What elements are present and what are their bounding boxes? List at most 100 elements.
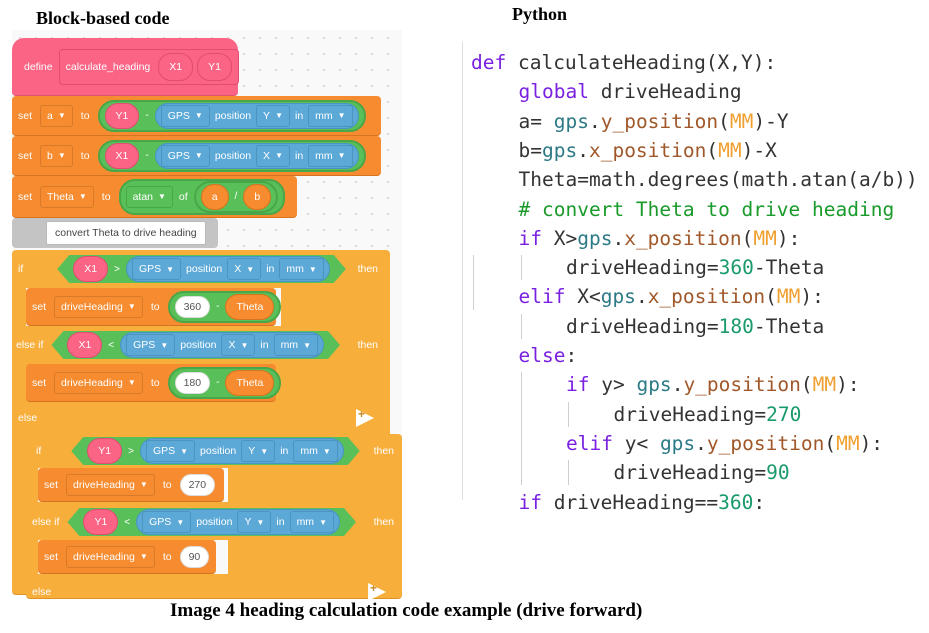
y1-reporter[interactable]: Y1 (104, 102, 140, 129)
else-row: else (12, 403, 390, 433)
to-label: to (150, 300, 160, 313)
caret-down-icon: ▼ (303, 340, 311, 350)
comment-text[interactable]: convert Theta to drive heading (46, 221, 206, 245)
code-token: -Theta (753, 314, 825, 338)
unit-dropdown[interactable]: mm▼ (293, 440, 337, 462)
variable-dropdown[interactable]: driveHeading▼ (66, 473, 155, 496)
divide-operator[interactable]: a / b (193, 180, 279, 213)
gps-dropdown[interactable]: GPS▼ (146, 440, 195, 462)
else-if-label: else if (32, 516, 60, 528)
code-token: gps (636, 373, 672, 397)
subtract-operator[interactable]: 360 - Theta (167, 290, 282, 323)
block-workspace[interactable]: define calculate_heading X1 Y1 set a▼ to… (12, 30, 402, 601)
axis-dropdown[interactable]: Y▼ (237, 511, 271, 533)
less-than-operator[interactable]: Y1 < GPS▼ position Y▼ in mm▼ (67, 508, 356, 536)
variable-dropdown[interactable]: driveHeading▼ (54, 371, 143, 394)
gps-dropdown[interactable]: GPS▼ (142, 511, 191, 533)
subtract-operator[interactable]: 180 - Theta (167, 366, 282, 399)
function-dropdown[interactable]: atan▼ (125, 185, 173, 208)
subtract-operator[interactable]: Y1 - GPS▼ position Y▼ in mm▼ (97, 99, 366, 132)
gps-dropdown[interactable]: GPS▼ (126, 334, 175, 356)
number-input[interactable]: 270 (179, 473, 216, 496)
set-theta-block[interactable]: set Theta▼ to atan▼ of a / b (12, 176, 297, 218)
gps-position-reporter[interactable]: GPS▼ position Y▼ in mm▼ (154, 102, 359, 129)
set-label: set (44, 550, 59, 563)
axis-dropdown[interactable]: X▼ (227, 258, 261, 280)
code-line: else: (519, 341, 578, 370)
set-b-block[interactable]: set b▼ to X1 - GPS▼ position X▼ in mm▼ (12, 136, 381, 176)
set-label: set (32, 300, 47, 313)
number-input[interactable]: 360 (174, 295, 211, 318)
code-line: global driveHeading (519, 77, 742, 106)
unit-dropdown[interactable]: mm▼ (279, 258, 323, 280)
x1-reporter[interactable]: X1 (104, 142, 140, 169)
code-token: . (588, 109, 601, 133)
arg-x1[interactable]: X1 (158, 52, 194, 81)
code-line: if driveHeading==360: (519, 488, 766, 517)
y1-reporter[interactable]: Y1 (87, 438, 122, 464)
subtract-operator[interactable]: X1 - GPS▼ position X▼ in mm▼ (97, 139, 366, 172)
variable-dropdown-theta[interactable]: Theta▼ (40, 185, 94, 208)
theta-reporter[interactable]: Theta (225, 293, 275, 320)
number-input[interactable]: 90 (179, 545, 210, 568)
gps-position-reporter[interactable]: GPS▼ position X▼ in mm▼ (154, 142, 359, 169)
if-row: if X1 > GPS▼ position X▼ in mm▼ then (12, 251, 390, 287)
x1-reporter[interactable]: X1 (67, 332, 102, 358)
code-token: if (566, 373, 590, 397)
axis-value: Y (244, 516, 252, 528)
axis-value: X (234, 263, 242, 275)
variable-dropdown-a[interactable]: a▼ (40, 104, 73, 127)
number-input[interactable]: 180 (174, 371, 211, 394)
caret-down-icon: ▼ (337, 151, 346, 160)
gps-position-reporter[interactable]: GPS▼ position X▼ in mm▼ (126, 256, 330, 282)
add-branch-icon[interactable] (356, 409, 374, 427)
greater-than-operator[interactable]: X1 > GPS▼ position X▼ in mm▼ (57, 255, 346, 283)
minus-sign: - (216, 377, 220, 388)
else-label: else (32, 586, 52, 598)
variable-dropdown[interactable]: driveHeading▼ (54, 295, 143, 318)
gps-position-reporter[interactable]: GPS▼ position Y▼ in mm▼ (140, 438, 344, 464)
arg-y1[interactable]: Y1 (197, 52, 232, 81)
greater-than-operator[interactable]: Y1 > GPS▼ position Y▼ in mm▼ (71, 437, 360, 465)
b-reporter[interactable]: b (243, 183, 272, 210)
set-drive-heading-180[interactable]: set driveHeading▼ to 180 - Theta (26, 364, 282, 402)
set-drive-heading-270[interactable]: set driveHeading▼ to 270 (38, 468, 224, 502)
gps-dropdown[interactable]: GPS▼ (160, 144, 210, 167)
axis-dropdown[interactable]: X▼ (256, 144, 290, 167)
python-code-editor[interactable]: def calculateHeading(X,Y):global driveHe… (462, 42, 929, 514)
unit-dropdown[interactable]: mm▼ (308, 144, 353, 167)
code-token: driveHeading= (566, 314, 719, 338)
position-label: position (214, 149, 252, 162)
math-function-reporter[interactable]: atan▼ of a / b (118, 178, 286, 215)
gps-dropdown[interactable]: GPS▼ (132, 258, 181, 280)
axis-dropdown[interactable]: Y▼ (256, 104, 290, 127)
less-than-operator[interactable]: X1 < GPS▼ position X▼ in mm▼ (51, 331, 340, 359)
comment-block[interactable]: convert Theta to drive heading (12, 218, 218, 248)
gps-dropdown[interactable]: GPS▼ (160, 104, 210, 127)
x1-reporter[interactable]: X1 (73, 256, 108, 282)
gps-position-reporter[interactable]: GPS▼ position Y▼ in mm▼ (136, 509, 340, 535)
variable-dropdown-b[interactable]: b▼ (40, 144, 73, 167)
unit-dropdown[interactable]: mm▼ (308, 104, 353, 127)
set-drive-heading-360[interactable]: set driveHeading▼ to 360 - Theta (26, 288, 282, 326)
unit-dropdown[interactable]: mm▼ (274, 334, 318, 356)
define-block[interactable]: define calculate_heading X1 Y1 (12, 38, 239, 96)
code-token: )-X (741, 138, 777, 162)
code-token: . (577, 138, 589, 162)
code-token: y_position (706, 431, 825, 455)
axis-dropdown[interactable]: X▼ (221, 334, 255, 356)
theta-reporter[interactable]: Theta (225, 369, 275, 396)
add-branch-icon[interactable] (368, 583, 386, 601)
a-reporter[interactable]: a (200, 183, 229, 210)
code-token: driveHeading= (566, 256, 719, 280)
unit-dropdown[interactable]: mm▼ (290, 511, 334, 533)
to-label: to (150, 376, 160, 389)
y1-reporter[interactable]: Y1 (83, 509, 118, 535)
set-a-block[interactable]: set a▼ to Y1 - GPS▼ position Y▼ in mm▼ (12, 96, 381, 136)
code-token: # convert Theta to drive heading (518, 197, 895, 221)
code-line: def calculateHeading(X,Y): (471, 48, 776, 77)
variable-dropdown[interactable]: driveHeading▼ (66, 545, 155, 568)
axis-dropdown[interactable]: Y▼ (241, 440, 275, 462)
gps-position-reporter[interactable]: GPS▼ position X▼ in mm▼ (120, 332, 324, 358)
set-drive-heading-90[interactable]: set driveHeading▼ to 90 (38, 540, 216, 574)
